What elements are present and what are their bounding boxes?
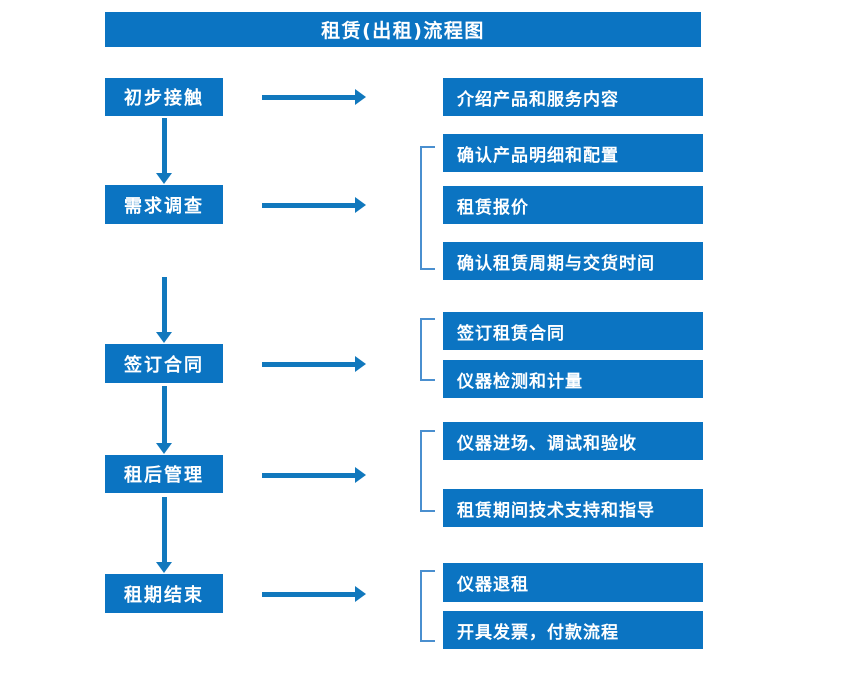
horizontal-arrow-icon-2 (262, 194, 366, 216)
detail-box-5-1[interactable]: 仪器退租 (443, 563, 703, 602)
detail-box-3-2[interactable]: 仪器检测和计量 (443, 360, 703, 398)
detail-box-3-1[interactable]: 签订租赁合同 (443, 312, 703, 350)
detail-box-2-1[interactable]: 确认产品明细和配置 (443, 134, 703, 172)
stage-box-3[interactable]: 签订合同 (105, 344, 223, 383)
detail-box-1-1[interactable]: 介绍产品和服务内容 (443, 78, 703, 116)
stage-box-5[interactable]: 租期结束 (105, 574, 223, 613)
stage-box-2[interactable]: 需求调查 (105, 185, 223, 224)
stage-box-1[interactable]: 初步接触 (105, 78, 223, 116)
detail-box-2-2[interactable]: 租赁报价 (443, 186, 703, 224)
vertical-arrow-icon-1 (149, 118, 179, 184)
vertical-arrow-icon-4 (149, 497, 179, 573)
vertical-arrow-icon-2 (149, 277, 179, 343)
group-bracket-5 (420, 570, 435, 642)
stage-box-4[interactable]: 租后管理 (105, 455, 223, 493)
diagram-title: 租赁(出租)流程图 (105, 12, 701, 47)
horizontal-arrow-icon-3 (262, 353, 366, 375)
horizontal-arrow-icon-4 (262, 464, 366, 486)
horizontal-arrow-icon-1 (262, 86, 366, 108)
detail-box-5-2[interactable]: 开具发票，付款流程 (443, 611, 703, 649)
group-bracket-4 (420, 430, 435, 512)
group-bracket-2 (420, 146, 435, 270)
detail-box-4-1[interactable]: 仪器进场、调试和验收 (443, 422, 703, 460)
group-bracket-3 (420, 318, 435, 381)
detail-box-2-3[interactable]: 确认租赁周期与交货时间 (443, 242, 703, 280)
horizontal-arrow-icon-5 (262, 583, 366, 605)
detail-box-4-2[interactable]: 租赁期间技术支持和指导 (443, 489, 703, 527)
vertical-arrow-icon-3 (149, 386, 179, 454)
